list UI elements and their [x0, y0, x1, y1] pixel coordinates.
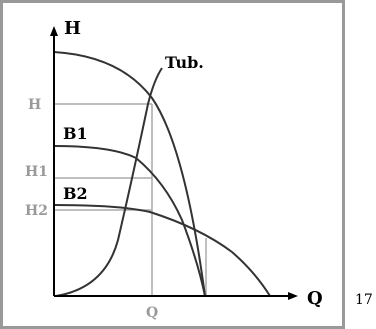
x-axis-arrow-icon: [288, 292, 298, 300]
diagram-frame: [0, 0, 345, 329]
tick-label-h1: H1: [25, 164, 48, 180]
guide-lines: [54, 103, 207, 296]
pipe-curve-tub: [55, 67, 163, 297]
x-axis-label: Q: [307, 288, 323, 309]
axes: [50, 26, 298, 300]
tick-label-q: Q: [146, 305, 158, 321]
pump-curve-main: [53, 51, 206, 297]
pump-curve-b1-label: B1: [63, 124, 88, 143]
side-number: 17: [355, 292, 373, 308]
pump-curve-b1: [53, 145, 206, 297]
pump-curve-b2-label: B2: [63, 184, 88, 203]
tick-label-h2: H2: [25, 203, 48, 219]
curves: [53, 51, 271, 297]
pipe-curve-label: Tub.: [165, 53, 204, 72]
pump-curve-b2: [53, 204, 271, 297]
tick-label-h: H: [28, 97, 41, 113]
y-axis-arrow-icon: [50, 26, 58, 36]
y-axis-label: H: [64, 18, 81, 39]
